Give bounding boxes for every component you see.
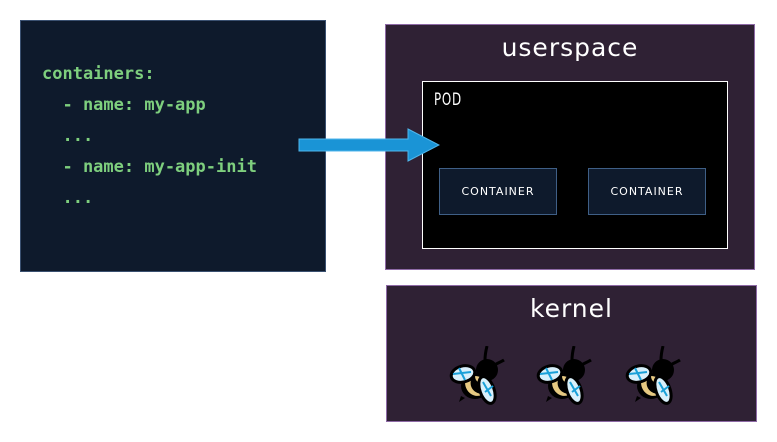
kernel-title: kernel [530,294,613,323]
userspace-title: userspace [501,33,639,62]
container-box: CONTAINER [439,168,557,215]
bee-icon [625,346,682,408]
pod-label: POD [434,90,462,110]
kernel-box: kernel [386,285,757,422]
userspace-box: userspace POD CONTAINER CONTAINER [385,24,755,270]
container-box: CONTAINER [588,168,706,215]
code-line: containers: [42,64,155,84]
code-line: ... [42,126,94,146]
pod-box: POD CONTAINER CONTAINER [422,81,728,249]
code-line: - name: my-app-init [42,157,257,177]
bee-icon [536,346,593,408]
bee-icon [449,346,506,408]
code-line: - name: my-app [42,95,206,115]
arrow-icon [298,128,440,162]
code-line: ... [42,188,94,208]
yaml-code-panel: containers: - name: my-app ... - name: m… [20,20,326,272]
